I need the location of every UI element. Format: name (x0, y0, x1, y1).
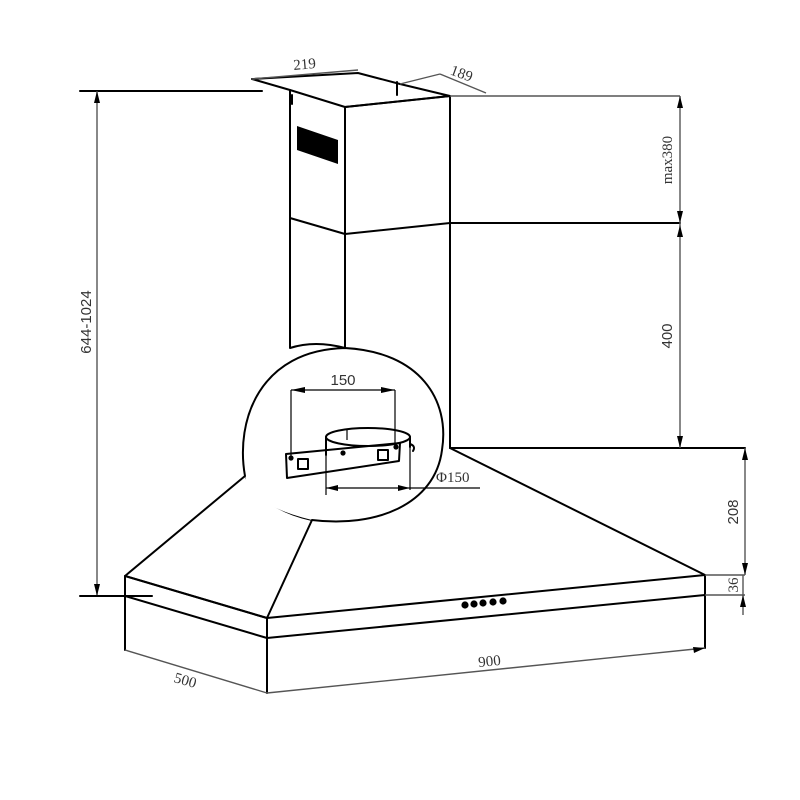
chimney (251, 72, 681, 449)
bracket-slot-icon (297, 458, 309, 470)
canopy-height-label: 208 (725, 499, 742, 524)
control-button-icon (489, 598, 497, 606)
control-button-icon (461, 601, 469, 609)
front-band-height-label: 36 (726, 577, 742, 593)
arrow-icon (94, 91, 100, 103)
control-button-icon (479, 599, 487, 607)
arrow-icon (381, 387, 395, 393)
chimney-depth-dimension (439, 73, 487, 94)
upper-chimney-height-label: max380 (660, 136, 676, 184)
arrow-icon (677, 211, 683, 223)
arrow-icon (742, 448, 748, 460)
mounting-bracket (285, 442, 401, 479)
arrow-icon (677, 96, 683, 108)
arrow-icon (693, 647, 705, 653)
control-button-icon (470, 600, 478, 608)
control-panel (461, 597, 507, 609)
arrow-icon (677, 225, 683, 237)
chimney-top-face (251, 72, 451, 108)
lower-chimney-height-label: 400 (659, 323, 676, 348)
detail-outline (241, 347, 445, 523)
canopy-right-edge (449, 447, 706, 576)
bracket-width-label: 150 (330, 372, 355, 389)
arrow-icon (291, 387, 305, 393)
chimney-width-label: 219 (293, 56, 317, 74)
duct-detail-callout: 150 Φ150 (240, 347, 480, 523)
lower-chimney-left-face (289, 217, 346, 349)
total-height-label: 644-1024 (78, 290, 95, 353)
chimney-width-dimension (251, 69, 359, 80)
bracket-slot-icon (377, 449, 389, 461)
vent-grille-icon (297, 126, 338, 164)
dim-line (399, 73, 441, 85)
duct-diameter-label: Φ150 (436, 470, 469, 486)
collar-clip (409, 443, 415, 452)
dimensions: 219 189 max380 400 644-1024 208 (78, 56, 748, 694)
hood-body (124, 447, 746, 694)
hood-width-dimension (266, 647, 706, 694)
arrow-icon (398, 485, 410, 491)
hood-width-label: 900 (478, 653, 502, 671)
hood-depth-dimension (124, 649, 268, 694)
upper-chimney-right-face (344, 95, 451, 235)
control-button-icon (499, 597, 507, 605)
arrow-icon (740, 595, 746, 607)
arrow-icon (677, 436, 683, 448)
arrow-icon (326, 485, 338, 491)
upper-chimney-left-face (289, 89, 346, 235)
arrow-icon (742, 563, 748, 575)
chimney-depth-label: 189 (448, 63, 475, 86)
band-top-edge (124, 574, 706, 619)
hood-depth-label: 500 (172, 670, 198, 692)
bracket-screw-icon (393, 444, 399, 450)
arrow-icon (94, 584, 100, 596)
bracket-screw-icon (340, 450, 346, 456)
